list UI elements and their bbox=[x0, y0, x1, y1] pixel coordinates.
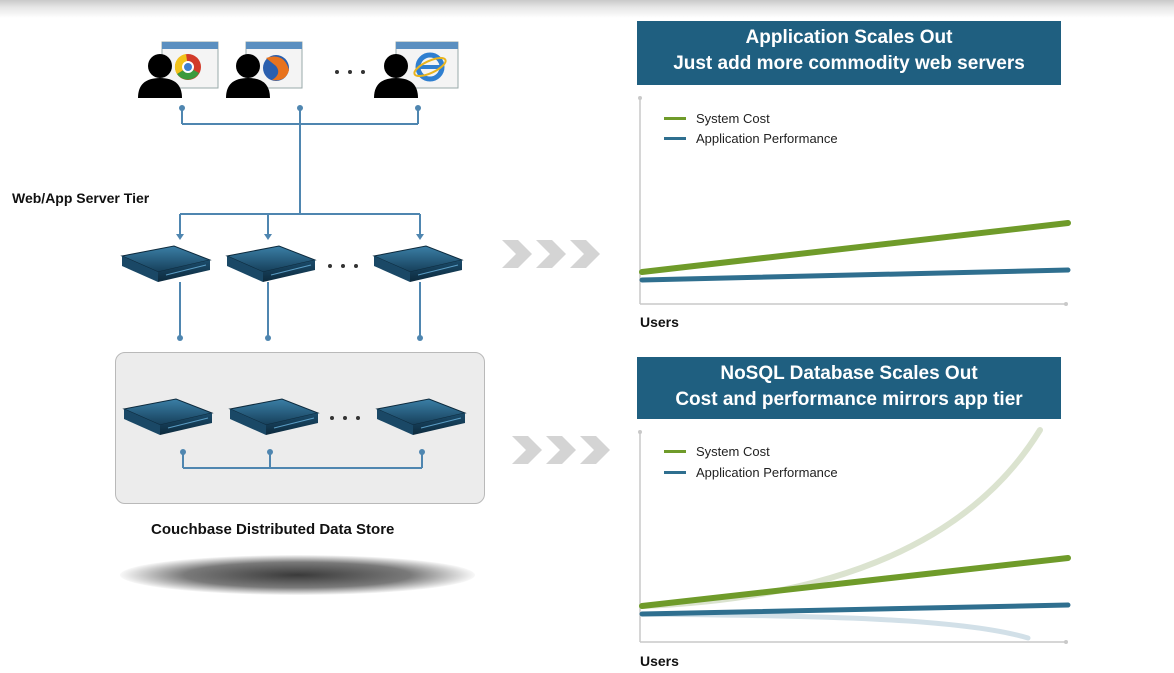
chevron-arrows-icon bbox=[512, 436, 610, 464]
couchbase-node bbox=[123, 398, 213, 436]
couchbase-node bbox=[229, 398, 319, 436]
ellipsis-icon bbox=[335, 70, 365, 74]
top-chart-x-label: Users bbox=[640, 314, 679, 330]
legend-application-performance: Application Performance bbox=[664, 465, 838, 480]
legend-system-cost: System Cost bbox=[664, 111, 770, 126]
legend-label: System Cost bbox=[696, 444, 770, 459]
legend-label: Application Performance bbox=[696, 465, 838, 480]
legend-swatch-performance bbox=[664, 471, 686, 474]
bottom-chart-title-line2: Cost and performance mirrors app tier bbox=[675, 389, 1023, 410]
data-store-label: Couchbase Distributed Data Store bbox=[151, 521, 395, 538]
legend-label: Application Performance bbox=[696, 131, 838, 146]
bottom-chart-banner: NoSQL Database Scales Out Cost and perfo… bbox=[637, 357, 1061, 419]
top-chart-title-line2: Just add more commodity web servers bbox=[673, 53, 1025, 74]
bottom-performance-curve-faded bbox=[639, 611, 1031, 641]
top-chart-axes bbox=[639, 98, 1066, 305]
top-chart-banner: Application Scales Out Just add more com… bbox=[637, 21, 1061, 85]
top-cost-line bbox=[639, 220, 1071, 275]
top-chart-title-line1: Application Scales Out bbox=[745, 27, 953, 48]
web-server bbox=[373, 245, 463, 283]
user-firefox-icon bbox=[226, 41, 303, 98]
web-server bbox=[121, 245, 211, 283]
store-shadow bbox=[120, 555, 475, 595]
user-ie-icon bbox=[374, 41, 459, 98]
top-gradient-bar bbox=[0, 0, 1174, 18]
legend-swatch-performance bbox=[664, 137, 686, 140]
legend-application-performance: Application Performance bbox=[664, 131, 838, 146]
chevron-arrows-icon bbox=[502, 240, 600, 268]
bottom-performance-line bbox=[639, 602, 1071, 617]
web-tier-label: Web/App Server Tier bbox=[12, 190, 150, 206]
legend-system-cost: System Cost bbox=[664, 444, 770, 459]
ellipsis-icon bbox=[330, 416, 360, 420]
bottom-chart-x-label: Users bbox=[640, 653, 679, 669]
couchbase-node bbox=[376, 398, 466, 436]
bottom-cost-line bbox=[639, 555, 1071, 609]
legend-label: System Cost bbox=[696, 111, 770, 126]
top-performance-line bbox=[639, 267, 1071, 283]
web-server bbox=[226, 245, 316, 283]
user-chrome-icon bbox=[138, 41, 219, 98]
legend-swatch-cost bbox=[664, 117, 686, 120]
bottom-chart-title-line1: NoSQL Database Scales Out bbox=[720, 363, 978, 384]
ellipsis-icon bbox=[328, 264, 358, 268]
legend-swatch-cost bbox=[664, 450, 686, 453]
